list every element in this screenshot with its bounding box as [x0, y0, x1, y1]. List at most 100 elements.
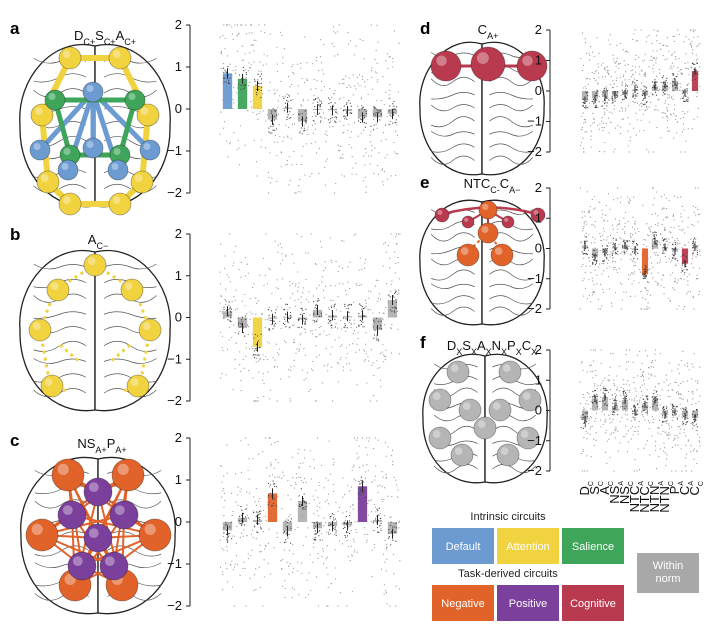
sample-point — [633, 257, 635, 260]
sample-point — [593, 292, 595, 294]
sample-point — [630, 233, 632, 235]
sample-point — [675, 84, 677, 86]
sample-point — [370, 155, 372, 157]
sample-point — [385, 306, 387, 309]
sample-point — [371, 67, 373, 69]
sample-point — [364, 350, 366, 352]
sample-point — [693, 249, 695, 252]
network-node-highlight — [86, 141, 94, 148]
sample-point — [320, 464, 323, 467]
sample-point — [639, 268, 641, 271]
sample-point — [636, 95, 638, 97]
sample-point — [696, 413, 699, 416]
sample-point — [619, 282, 622, 284]
sample-point — [589, 265, 592, 267]
sample-point — [605, 432, 607, 434]
y-tick-label: 0 — [175, 310, 182, 325]
sample-point — [688, 38, 690, 40]
sample-point — [312, 319, 314, 321]
sample-point — [636, 92, 639, 95]
sample-point — [310, 589, 312, 592]
sample-point — [369, 400, 371, 402]
sample-point — [300, 127, 302, 129]
sample-point — [374, 321, 376, 323]
sample-point — [621, 118, 623, 120]
brain-sulcus — [430, 155, 475, 165]
sample-point — [674, 118, 677, 120]
sample-point — [629, 199, 631, 202]
title-subscript: X — [456, 347, 462, 357]
sample-point — [693, 425, 695, 427]
sample-point — [582, 102, 584, 104]
sample-point — [671, 259, 673, 261]
network-node — [478, 200, 498, 220]
sample-point — [281, 477, 283, 479]
sample-point — [264, 548, 266, 550]
sample-point — [672, 213, 674, 215]
sample-point — [673, 257, 675, 259]
sample-point — [394, 291, 397, 293]
bar — [651, 240, 659, 249]
sample-point — [612, 99, 614, 101]
sample-point — [614, 428, 616, 430]
sample-point — [241, 59, 243, 62]
sample-point — [323, 297, 326, 299]
sample-point — [654, 91, 657, 93]
sample-point — [627, 361, 630, 363]
sample-point — [687, 111, 689, 113]
network-node — [82, 137, 104, 159]
sample-point — [298, 191, 300, 193]
title-subscript: A+ — [95, 445, 106, 455]
sample-point — [270, 125, 272, 127]
sample-point — [261, 86, 263, 88]
sample-point — [329, 533, 331, 535]
sample-point — [268, 127, 270, 129]
sample-point — [603, 262, 605, 265]
sample-point — [620, 126, 622, 128]
sample-point — [303, 130, 305, 132]
sample-point — [696, 274, 698, 276]
sample-point — [257, 511, 259, 513]
sample-point — [284, 95, 287, 97]
sample-point — [375, 317, 377, 320]
sample-point — [351, 173, 353, 175]
sample-point — [652, 277, 654, 279]
y-tick-label: 1 — [175, 472, 182, 487]
sample-point — [685, 265, 687, 268]
sample-point — [284, 580, 286, 582]
sample-point — [257, 400, 259, 402]
sample-point — [626, 349, 628, 351]
sample-point — [625, 92, 628, 94]
sample-point — [252, 536, 254, 538]
sample-point — [347, 531, 349, 534]
bar — [267, 109, 278, 120]
sample-point — [277, 141, 279, 143]
sample-point — [301, 504, 303, 507]
sample-point — [295, 283, 297, 285]
sample-point — [652, 204, 654, 206]
sample-point — [662, 250, 664, 252]
sample-point — [629, 136, 632, 138]
sample-point — [335, 530, 337, 532]
sample-point — [370, 308, 372, 311]
sample-point — [636, 403, 639, 405]
sample-point — [254, 501, 256, 503]
sample-point — [658, 426, 660, 428]
sample-point — [383, 360, 385, 363]
sample-point — [613, 409, 615, 411]
sample-point — [246, 534, 248, 537]
sample-point — [666, 416, 668, 418]
sample-point — [679, 428, 681, 430]
sample-point — [661, 389, 663, 391]
sample-point — [304, 323, 306, 326]
sample-point — [600, 362, 602, 365]
title-subscript: X — [501, 347, 507, 357]
sample-point — [388, 98, 390, 100]
sample-point — [601, 410, 603, 413]
sample-point — [311, 333, 314, 335]
sample-point — [304, 322, 306, 324]
sample-point — [366, 382, 368, 384]
sample-point — [593, 55, 595, 58]
sample-point — [692, 253, 694, 255]
sample-point — [226, 539, 228, 541]
